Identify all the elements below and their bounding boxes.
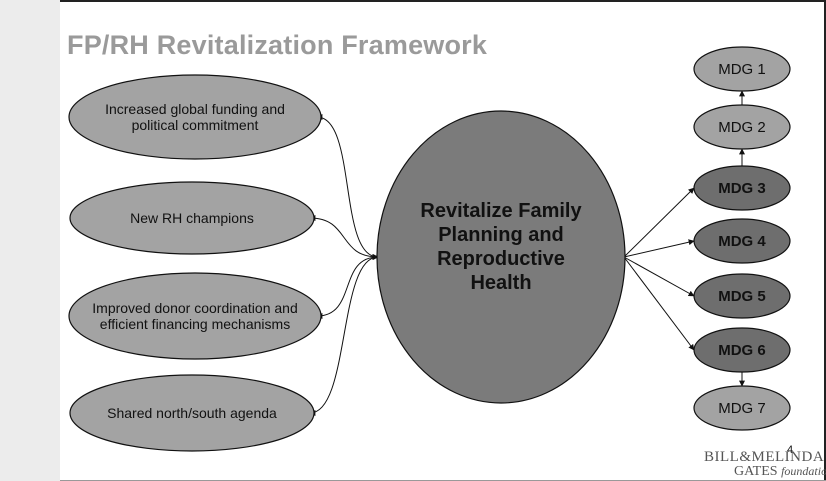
page-number: 4 xyxy=(787,444,794,456)
frame-right-line xyxy=(824,0,826,481)
edge-center-mdg-3 xyxy=(623,187,695,258)
mdg-node-3 xyxy=(693,165,791,211)
mdg-node-1 xyxy=(693,46,791,92)
mdg-node-6 xyxy=(693,327,791,373)
edge-left-3 xyxy=(316,254,379,319)
left-node-1 xyxy=(68,74,322,160)
edge-center-mdg-6 xyxy=(623,256,695,351)
frame-top-line xyxy=(60,0,826,2)
edge-left-4 xyxy=(309,254,379,416)
left-node-3 xyxy=(68,272,322,360)
decorative-border xyxy=(0,0,60,481)
logo-line2-suffix: foundation xyxy=(781,464,826,478)
mdg-node-7 xyxy=(693,385,791,431)
mdg-node-5 xyxy=(693,273,791,319)
foundation-logo: BILL&MELINDA GATES foundation xyxy=(704,449,826,479)
left-node-2 xyxy=(69,181,315,255)
edge-center-mdg-5 xyxy=(623,256,695,297)
logo-line2: GATES foundation xyxy=(734,464,826,480)
edge-center-mdg-4 xyxy=(623,239,695,258)
logo-line2-name: GATES xyxy=(734,464,778,479)
left-node-4 xyxy=(69,374,315,452)
slide-title: FP/RH Revitalization Framework xyxy=(67,30,488,60)
center-node xyxy=(376,110,626,404)
edge-left-2 xyxy=(309,215,379,260)
logo-line1: BILL&MELINDA xyxy=(704,449,825,465)
mdg-node-2 xyxy=(693,104,791,150)
edge-left-1 xyxy=(316,114,379,260)
mdg-node-4 xyxy=(693,218,791,264)
